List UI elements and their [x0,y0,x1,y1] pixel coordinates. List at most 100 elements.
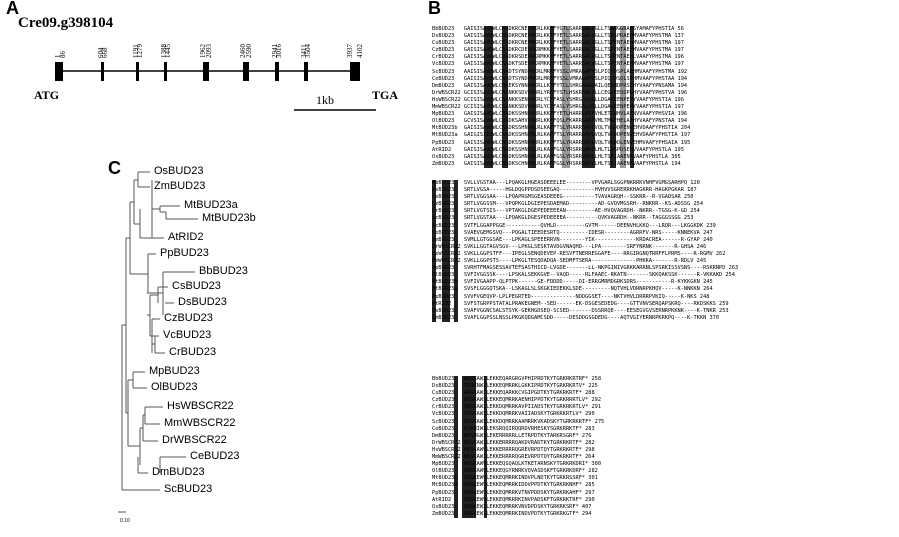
alignment-row: CsBUD23 GAISISAVQWLCNADKRCNEPRKRLKKFFYET… [432,40,690,48]
tree-leaf-label: DsBUD23 [178,296,227,308]
exon-position-label: 3937 [346,44,354,59]
exon-position-label: 1191 [132,44,140,58]
alignment-sequence: ZmBUD23 GAISISAVQWLCNADKSCHNPRLRLKAFFGSL… [432,160,681,167]
alignment-row: VcBUD23 TKGKAWILEKKDQMRRKVAIIADSKYTGRKRK… [432,411,604,419]
exon-position-label: 3016 [275,44,283,59]
alignment-sequence: CzBUD23 SRTLVGGSSM---VPQPKGLDGIEPESDAEMA… [432,201,704,208]
alignment-sequence: OsBUD23 SVAFVGGNCSALSTSYK-GEKHGDSEQ-SCSE… [432,307,729,314]
alignment-sequence: VcBUD23 SRTLVGSTAA---LPQAKGLDGESPEDEEEEA… [432,215,694,222]
alignment-row: DrWBSCR22 GCISISAVQWLCNANKKSDVPARRLYRFFY… [432,89,690,97]
alignment-row: MmWBSCR22 KKSKAWILEKKERRRRQGREVRPDTQYTGR… [432,454,604,462]
alignment-sequence: BbBUD23 GAISISAVQWLCNADKRCNEPRKRLKKFFYGT… [432,26,684,32]
panel-letter-b: B [428,0,441,18]
exon-block [101,62,104,81]
alignment-row: ZmBUD23 SVAFLGGPSSLNSSLPKGKQDGAMCSDD----… [432,314,738,322]
alignment-row: ScBUD23 AAISISAVQWLCNADTSYNDPKKRLMRFFYSS… [432,68,690,76]
alignment-sequence: CzBUD23 ATGKAWILEKKEQMRRKAENHIPPDTKYTGRK… [432,397,602,404]
alignment-row: CrBUD23 SKGKAWILEKKDQMRRKAVPIIADSTKYTGRK… [432,404,604,412]
alignment-block-2: BbBUD23 SVLLVGSTAA---LPQAKGLHGEASDEEELEE… [432,180,738,322]
alignment-sequence: MtBUD23b GAISISAVQWLCNADRSSHNPRLRLKAFFTS… [432,125,691,132]
alignment-row: CzBUD23 SRTLVGGSSM---VPQPKGLDGIEPESDAEMA… [432,201,738,209]
alignment-sequence: DsBUD23 TGGKNWILEKKEQMRRKLGKKIPRDTKYTGRK… [432,383,598,390]
alignment-sequence: CrBUD23 GAISISAVQWLCNADKRSDEPRKRMKKFFYET… [432,54,684,61]
exon-position-label: 3504 [304,44,312,59]
alignment-sequence: CsBUD23 AKGRAWILEKKEQARKKCVGIPGDTKYTGRKR… [432,390,595,397]
alignment-row: MtBUD23b SVFIVGAAPP-QLPTPK------GE-FDDDD… [432,279,738,287]
alignment-sequence: CsBUD23 SRTLVGGSAA---LPQAPRGMSGEASDEEEG-… [432,194,694,201]
alignment-row: PpBUD23 GAISISAVQWLCNADKSSHNPRRRLKKFFTSL… [432,139,690,147]
alignment-row: BbBUD23 SVLLVGSTAA---LPQAKGLHGEASDEEELEE… [432,180,738,188]
alignment-sequence: MpBUD23 SVRHTFMAGSESSAVTEFSASTHICD-LVGDE… [432,265,739,272]
alignment-row: CzBUD23 GAISISAVQWLCNADKRCDEPRKRMKKFFYET… [432,47,690,55]
tree-leaf-label: ScBUD23 [164,483,213,495]
tree-leaf-label: DrWBSCR22 [162,434,227,446]
alignment-sequence: DrWBSCR22 GCISISAVQWLCNANKKSDVPARRLYRFFY… [432,89,688,96]
alignment-row: DrWBSCR22 KKSKAWILEKKERRRRQAKDVRADTKYTGR… [432,439,604,447]
alignment-sequence: MtBUD23b GKGKEWVLEKKEQMRRKINDVPLNDTKYTGR… [432,475,598,482]
alignment-sequence: HsWBSCR22 KKSKAWVLEKKERRRRQGREVRPDTQYTGR… [432,446,595,453]
alignment-row: OsBUD23 GAISISAVQWLCNADKSSHNPRLRLKAFFGSL… [432,153,690,161]
exon-block [275,62,279,81]
exon-position-label: 4102 [356,44,364,59]
tree-leaf-label: BbBUD23 [199,265,248,277]
alignment-sequence: DmBUD23 RKSNGWILEKERRRRRLLETRPDTKYTARKRS… [432,432,592,439]
alignment-row: AtRID2 SVFSTGRPPSTATALPRAKEGNEM--SED----… [432,300,738,308]
exon-block [203,62,209,81]
alignment-row: AtRID2 GAISISAVQWLCNADKSSHNPRLRLKAFFGSLY… [432,146,690,154]
alignment-row: OsBUD23 SVAFVGGNCSALSTSYK-GEKHGDSEQ-SCSE… [432,307,738,315]
alignment-sequence: ScBUD23 EKGKAWILEKKDQMRRKAAMRRKVKADSKYTG… [432,418,605,425]
alignment-row: ZmBUD23 GKGREWILEKKEQMRRKINDVPDTKYTGRKRK… [432,510,604,518]
panel-letter-a: A [6,0,19,18]
alignment-row: MtBUD23b GKGKEWVLEKKEQMRRKINDVPLNDTKYTGR… [432,475,604,483]
exon-position-label: 86 [59,51,67,59]
alignment-sequence: BbBUD23 SVLLVGSTAA---LPQAKGLHGEASDEEELEE… [432,180,700,186]
alignment-row: MpBUD23 GAISISAVQWLCNADKSSHNPARRLKKFFYET… [432,111,690,119]
alignment-sequence: DrWBSCR22 KKSKAWILEKKERRRRQAKDVRADTKYTGR… [432,439,595,446]
alignment-sequence: DmBUD23 SVMLLGTGGSAE---LPKAGLSPEEERRVN--… [432,236,713,243]
alignment-row: HsWBSCR22 KKSKAWVLEKKERRRRQGREVRPDTQYTGR… [432,446,604,455]
exon-position-label: 668 [101,47,109,58]
exon-block [136,62,139,81]
alignment-row: HsWBSCR22 SVKLLGGPSTFF---IPEGLSENQDEVEP-… [432,250,738,259]
tree-leaf-label: DmBUD23 [152,466,205,478]
exon-position-label: 1962 [199,44,207,59]
alignment-sequence: OlBUD23 GCVSISAVQWLCNADKSAHVPQRRLKKFFQSL… [432,118,688,125]
alignment-sequence: MmWBSCR22 KKSKAWILEKKERRRRQGREVRPDTQYTGR… [432,454,595,461]
tree-leaf-label: ZmBUD23 [154,180,206,192]
alignment-row: CsBUD23 SRTLVGGSAA---LPQAPRGMSGEASDEEEG-… [432,194,738,202]
alignment-row: HsWBSCR22 GCISISAVQWLCNANKKSENPAKRLYCFFA… [432,96,690,105]
alignment-sequence: HsWBSCR22 SVKLLGGPSTFF---IPEGLSENQDEVEP-… [432,250,726,257]
tree-leaf-label: MtBUD23b [202,212,256,224]
alignment-sequence: CeBUD23 SVAEVGEMGSVQ---PQGALTIEEDESRTQ--… [432,229,713,236]
alignment-row: CrBUD23 SRTLVGTSIS---VPTAKGLDGEPEDEEEEAN… [432,208,738,216]
tree-leaf-label: CzBUD23 [164,312,213,324]
alignment-row: MtBUD23a SVSFLGGGQTSKA--LSKAGLSLSKGKIEDE… [432,286,738,294]
alignment-row: CzBUD23 ATGKAWILEKKEQMRRKAENHIPPDTKYTGRK… [432,397,604,405]
alignment-row: OlBUD23 SVFIVGGSSK----LPSKALSEKKGVE--VAQ… [432,272,738,280]
alignment-sequence: ZmBUD23 GKGREWILEKKEQMRRKINDVPDTKYTGRKRK… [432,510,592,517]
alignment-row: MpBUD23 NKGKAWVLEKKEQSQAQLKTKETARNSKYTGR… [432,461,604,469]
alignment-row: CeBUD23 SVAEVGEMGSVQ---PQGALTIEEDESRTQ--… [432,229,738,237]
alignment-row: MtBUD23a GKGKEWVLEKKEQMRRKIDDVPPDTKYTGRK… [432,482,604,490]
alignment-sequence: PpBUD23 SVVFVGEQVP-LPLPEGRTED-----------… [432,293,710,300]
alignment-row: AtRID2 GKGREWVLEKKEQMRRRKINVPADSKFTGRKRK… [432,496,604,504]
alignment-row: DsBUD23 SRTLVGSA-----HGLDQGPPDSDSEEGAQ--… [432,187,738,195]
alignment-sequence: PpBUD23 GKGREWVLEKKEQMRRKVTNVPDDSKYTGRKR… [432,489,595,496]
tree-leaf-label: PpBUD23 [160,247,209,259]
alignment-sequence: CeBUD23 ESANIWILEKSRQQIRQQRDVRHESKYSGRKR… [432,425,595,432]
alignment-row: ScBUD23 EKGKAWILEKKDQMRRKAAMRRKVKADSKYTG… [432,418,605,426]
exon-position-label: 2093 [205,44,213,59]
phylogenetic-tree [121,171,198,491]
alignment-row: BbBUD23 AKGKAWILEKKEQARGRGVPHIPRDTKYTGRK… [432,376,604,384]
alignment-sequence: VcBUD23 GAISISAVQWLCNADKTSDEPRKRMKKFFYET… [432,61,684,68]
alignment-row: DsBUD23 GAISISAVQWLCNADKRCNEPRKRLKKFFYET… [432,33,690,41]
alignment-block-3: BbBUD23 AKGKAWILEKKEQARGRGVPHIPRDTKYTGRK… [432,376,604,518]
alignment-sequence: OlBUD23 IKGKAWVLEKKEQGYRNRKVQVASDSKFTGRK… [432,468,598,475]
alignment-sequence: ScBUD23 AAISISAVQWLCNADTSYNDPKKRLMRFFYSS… [432,68,688,75]
alignment-block-1: BbBUD23 GAISISAVQWLCNADKRCNEPRKRLKKFFYGT… [432,26,690,168]
alignment-row: VcBUD23 GAISISAVQWLCNADKTSDEPRKRMKKFFYET… [432,61,690,69]
alignment-sequence: AtRID2 GAISISAVQWLCNADKSSHNPRLRLKAFFGSLY… [432,146,684,153]
tree-leaf-label: OlBUD23 [151,381,198,393]
alignment-sequence: MmWBSCR22 GCISISAVQWLCNANKKSDVPARRLYCFFA… [432,104,684,111]
exon-position-label: 1 [54,54,62,58]
